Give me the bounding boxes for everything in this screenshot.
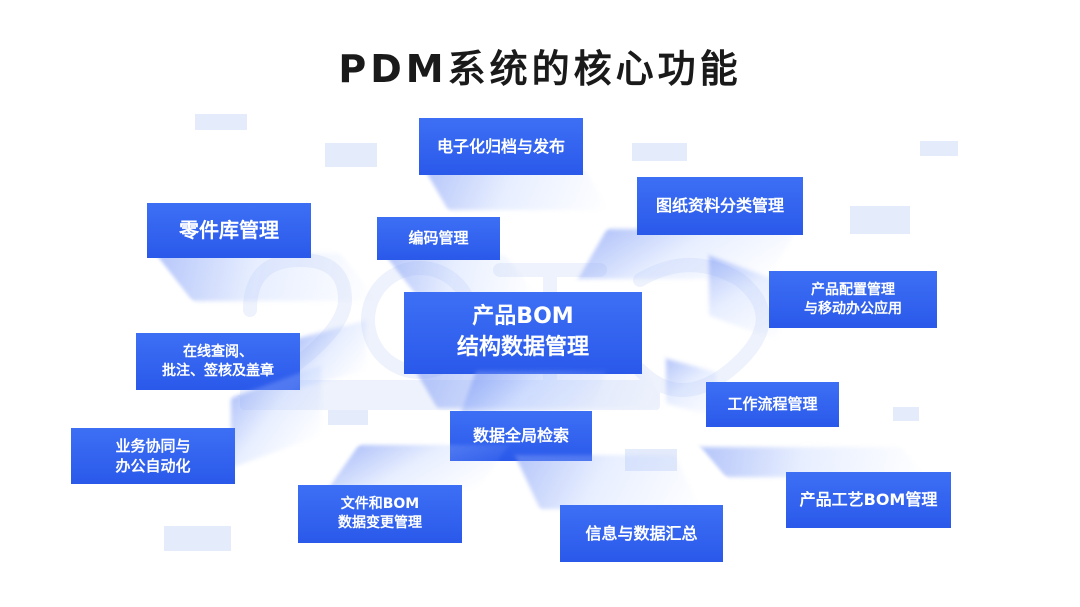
node-process-bom[interactable]: 产品工艺BOM管理: [786, 472, 951, 528]
decor-rect: [632, 143, 687, 161]
card-shadow: [460, 371, 607, 415]
node-drawing-classification[interactable]: 图纸资料分类管理: [637, 177, 803, 235]
decor-rect: [893, 407, 919, 421]
node-label-line2: 数据变更管理: [338, 515, 422, 531]
card-shadow: [514, 455, 700, 509]
decor-rect: [920, 141, 958, 156]
node-label-line1: 产品配置管理: [811, 281, 895, 298]
node-label-line1: 业务协同与: [115, 436, 191, 455]
node-label: 信息与数据汇总: [585, 523, 698, 543]
node-workflow[interactable]: 工作流程管理: [706, 382, 839, 427]
card-shadow: [155, 253, 378, 301]
decor-rect: [164, 526, 231, 551]
node-label-line1: 在线查阅、: [183, 343, 253, 360]
node-label: 电子化归档与发布: [436, 136, 565, 156]
node-online-review[interactable]: 在线查阅、 批注、签核及盖章: [136, 333, 300, 390]
node-collaboration[interactable]: 业务协同与 办公自动化: [71, 428, 235, 484]
node-parts-library[interactable]: 零件库管理: [147, 203, 311, 258]
node-info-summary[interactable]: 信息与数据汇总: [560, 505, 723, 562]
node-coding[interactable]: 编码管理: [377, 217, 500, 260]
card-shadow: [425, 170, 609, 210]
node-label: 编码管理: [408, 229, 469, 248]
node-label-line2: 办公自动化: [115, 457, 191, 475]
center-label-line2: 结构数据管理: [456, 335, 589, 360]
decor-rect: [195, 114, 247, 130]
node-file-bom-change[interactable]: 文件和BOM 数据变更管理: [298, 485, 462, 543]
center-label-line1: 产品BOM: [472, 304, 574, 330]
node-label: 图纸资料分类管理: [655, 196, 784, 216]
node-archive-release[interactable]: 电子化归档与发布: [419, 118, 583, 175]
card-shadow: [578, 229, 797, 279]
node-label-line2: 批注、签核及盖章: [162, 362, 274, 379]
node-label: 工作流程管理: [727, 395, 818, 414]
node-label-line2: 与移动办公应用: [804, 300, 902, 317]
node-product-config[interactable]: 产品配置管理 与移动办公应用: [769, 271, 937, 328]
decor-rect: [325, 143, 377, 167]
node-label: 产品工艺BOM管理: [799, 490, 938, 510]
center-node-bom[interactable]: 产品BOM 结构数据管理: [404, 292, 642, 374]
card-shadow: [328, 445, 509, 489]
decor-rect: [850, 206, 910, 234]
node-label-line1: 文件和BOM: [340, 496, 420, 513]
node-label: 数据全局检索: [472, 426, 569, 446]
node-label: 零件库管理: [179, 218, 279, 242]
page-title: PDM系统的核心功能: [338, 47, 742, 91]
